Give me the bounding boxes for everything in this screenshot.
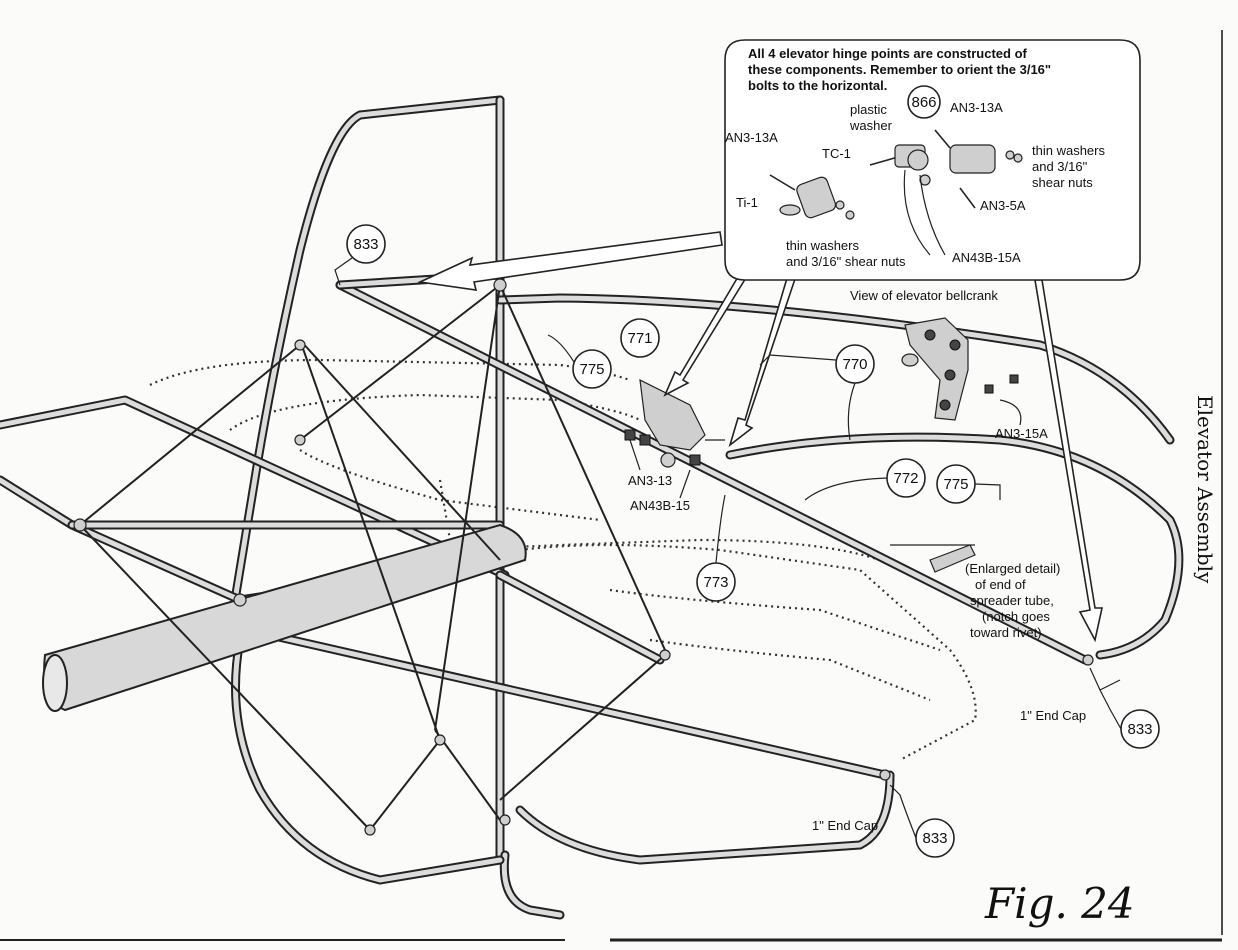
thin-washers-left-1: thin washers xyxy=(786,238,859,253)
end-cap-bottom-label: 1" End Cap xyxy=(812,818,878,833)
spreader-detail-text: (Enlarged detail) of end of spreader tub… xyxy=(965,561,1060,640)
bellcrank-bolt-label: AN3-15A xyxy=(995,426,1048,441)
an3-13-label: AN3-13 xyxy=(628,473,672,488)
plastic-label: plastic xyxy=(850,102,887,117)
fuselage-tube xyxy=(42,523,527,712)
part-775-left-label: 775 xyxy=(579,361,604,378)
an43b-15a-label: AN43B-15A xyxy=(952,250,1021,265)
detail-line-3: spreader tube, xyxy=(970,593,1054,608)
tc1-label: TC-1 xyxy=(822,146,851,161)
part-bubble-775-left xyxy=(572,349,612,389)
callout-line-1: All 4 elevator hinge points are construc… xyxy=(748,46,1028,61)
thin-washers-right-2: and 3/16" xyxy=(1032,159,1088,174)
side-title: Elevator Assembly xyxy=(1193,395,1217,584)
part-bubble-833-top xyxy=(346,224,386,264)
hinge-callout: All 4 elevator hinge points are construc… xyxy=(724,39,1141,281)
hinge-brackets xyxy=(73,278,1094,836)
part-833-bottom-label: 833 xyxy=(922,830,947,847)
part-775-right-label: 775 xyxy=(943,476,968,493)
part-866-label: 866 xyxy=(911,94,936,111)
part-772-label: 772 xyxy=(893,470,918,487)
washer-label: washer xyxy=(849,118,893,133)
part-773-label: 773 xyxy=(703,574,728,591)
callout-line-2: these components. Remember to orient the… xyxy=(748,62,1051,77)
detail-line-2: of end of xyxy=(975,577,1026,592)
bellcrank-view: View of elevator bellcrank AN3-15A xyxy=(850,288,1048,441)
part-833-top-label: 833 xyxy=(353,236,378,253)
spreader-tube-detail xyxy=(890,544,976,573)
detail-line-1: (Enlarged detail) xyxy=(965,561,1060,576)
part-bubble-866 xyxy=(907,85,941,119)
figure-label: Fig. 24 xyxy=(984,879,1135,928)
fin-frame xyxy=(230,95,565,920)
callout-line-3: bolts to the horizontal. xyxy=(748,78,887,93)
detail-line-5: toward rivet) xyxy=(970,625,1042,640)
bellcrank-title: View of elevator bellcrank xyxy=(850,288,998,303)
part-771-label: 771 xyxy=(627,330,652,347)
arrows xyxy=(417,231,1103,643)
ti1-label: Ti-1 xyxy=(736,195,758,210)
part-numbers: 833 775 771 770 772 775 773 833 833 AN3-… xyxy=(334,224,1160,858)
center-bellcrank xyxy=(624,378,725,468)
part-833-right-label: 833 xyxy=(1127,721,1152,738)
thin-washers-left-2: and 3/16" shear nuts xyxy=(786,254,906,269)
thin-washers-right-1: thin washers xyxy=(1032,143,1105,158)
an3-5a-label: AN3-5A xyxy=(980,198,1026,213)
end-cap-right-label: 1" End Cap xyxy=(1020,708,1086,723)
an3-13a-left-label: AN3-13A xyxy=(725,130,778,145)
part-bubble-771 xyxy=(620,318,660,358)
bracing-cables xyxy=(79,284,666,831)
an3-13a-right-label: AN3-13A xyxy=(950,100,1003,115)
part-770-label: 770 xyxy=(842,356,867,373)
an43b-15-label: AN43B-15 xyxy=(630,498,690,513)
detail-line-4: (notch goes xyxy=(982,609,1050,624)
thin-washers-right-3: shear nuts xyxy=(1032,175,1093,190)
exploded-hinge-parts xyxy=(769,129,1023,256)
